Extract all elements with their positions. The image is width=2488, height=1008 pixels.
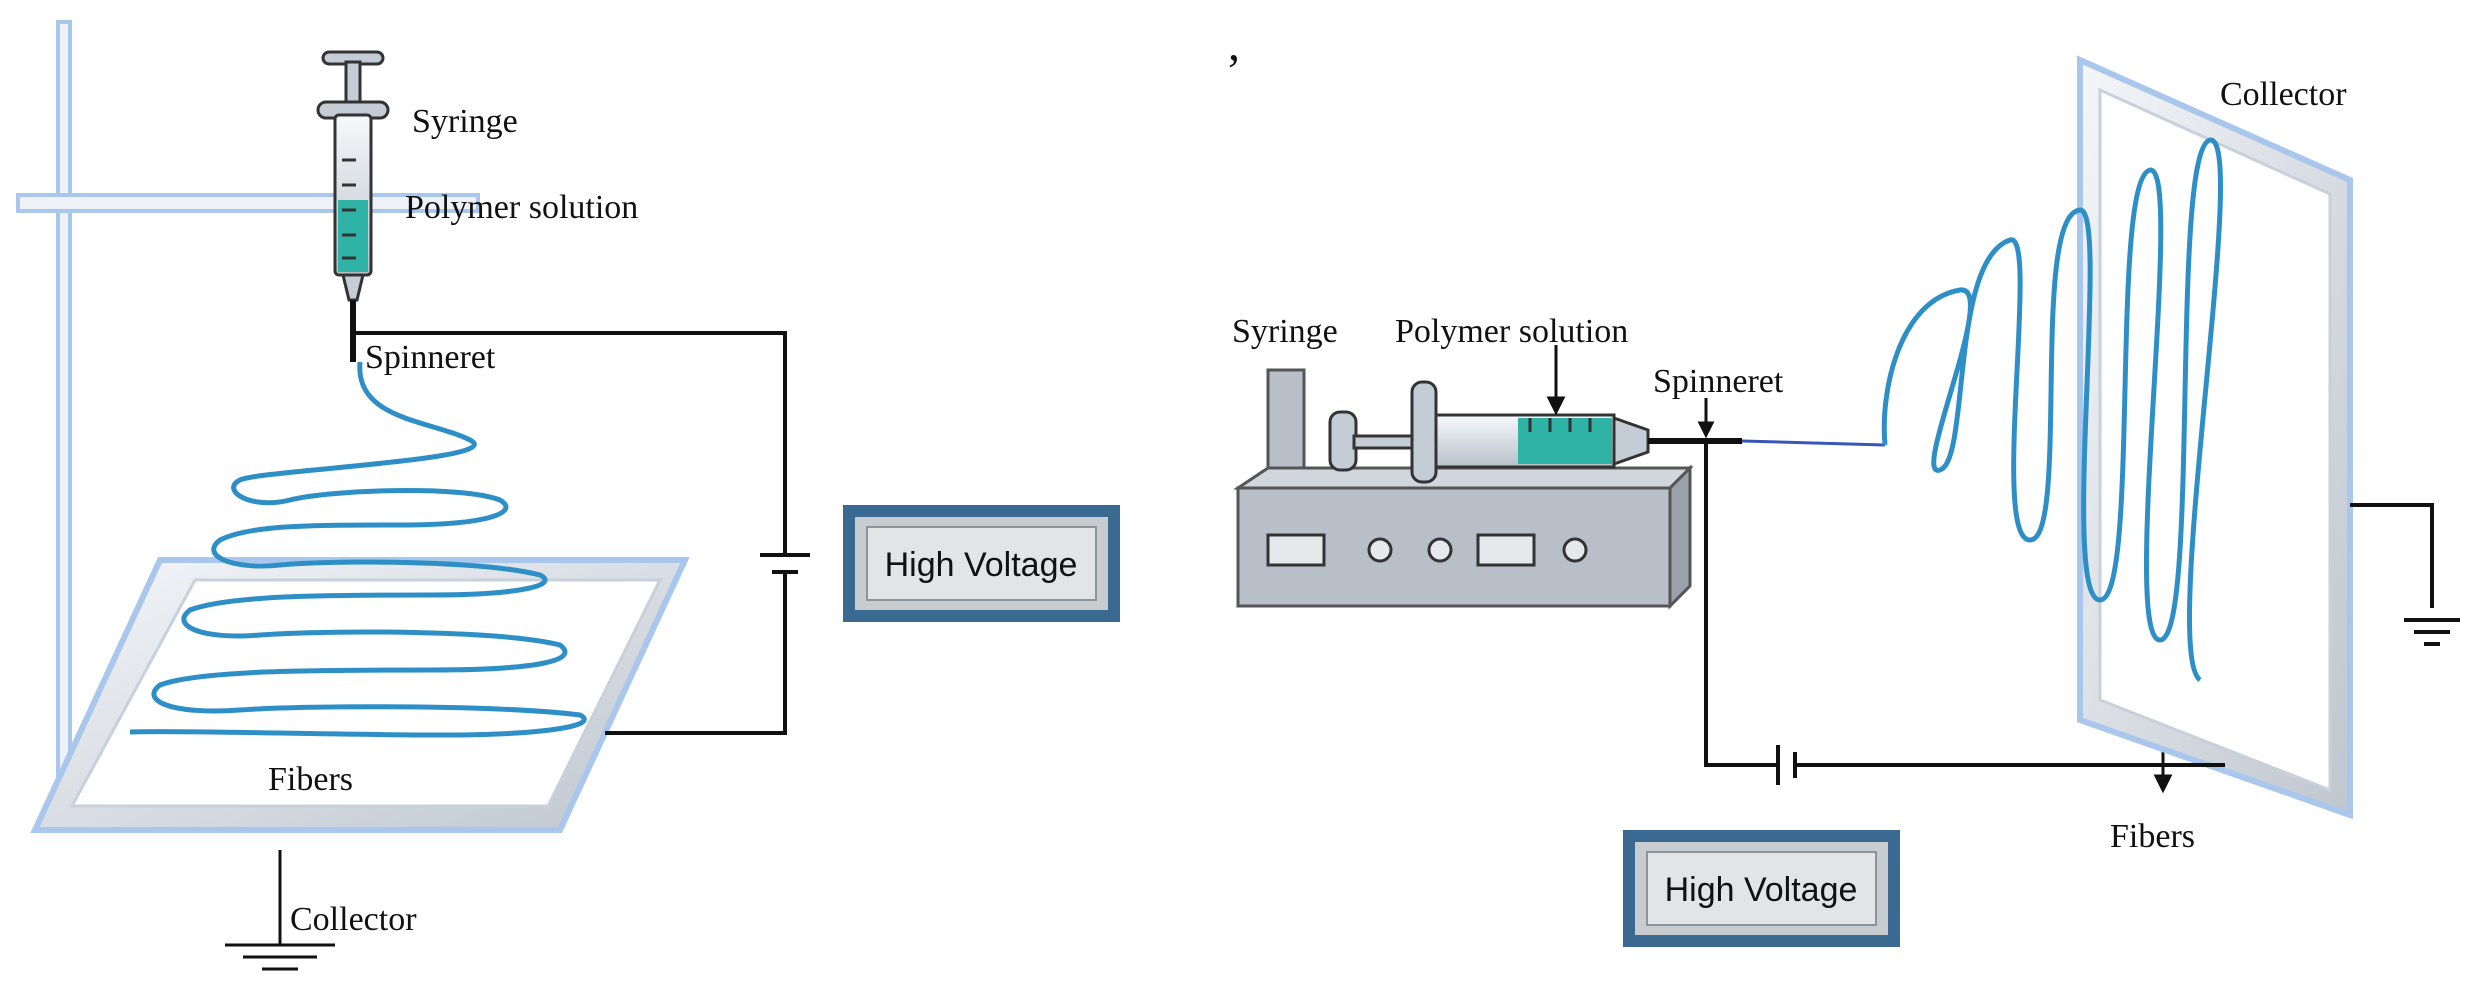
high-voltage-label-b: High Voltage (1665, 871, 1858, 909)
collector-frame (2077, 55, 2353, 820)
ground-symbol (225, 850, 335, 971)
circuit-wires (353, 331, 810, 735)
high-voltage-box: High Voltage (843, 505, 1120, 622)
horizontal-syringe (1328, 380, 1742, 484)
collector-plate (30, 557, 690, 833)
spinneret-label: Spinneret (365, 339, 496, 376)
panel-marker: , (1228, 18, 1240, 71)
label-arrows (1546, 345, 2173, 794)
panel-b: , (1228, 18, 2460, 947)
high-voltage-box-b: High Voltage (1623, 830, 1900, 947)
high-voltage-label: High Voltage (885, 546, 1078, 584)
fibers-label: Fibers (268, 761, 353, 798)
syringe (316, 50, 390, 362)
circuit-wires-b (1704, 441, 2460, 785)
fibers-label-b: Fibers (2110, 818, 2195, 855)
syringe-pump (1233, 368, 1694, 610)
panel-a: High Voltage Syringe Polymer solution Sp… (16, 20, 1120, 971)
syringe-label: Syringe (412, 103, 518, 140)
polymer-solution-label: Polymer solution (405, 189, 638, 226)
spinneret-label-b: Spinneret (1653, 363, 1784, 400)
syringe-label-b: Syringe (1232, 313, 1338, 350)
polymer-solution-label-b: Polymer solution (1395, 313, 1628, 350)
collector-label: Collector (290, 901, 417, 938)
fiber-coil (129, 361, 587, 738)
fiber-jet (1741, 137, 2223, 682)
collector-label-b: Collector (2220, 76, 2347, 113)
